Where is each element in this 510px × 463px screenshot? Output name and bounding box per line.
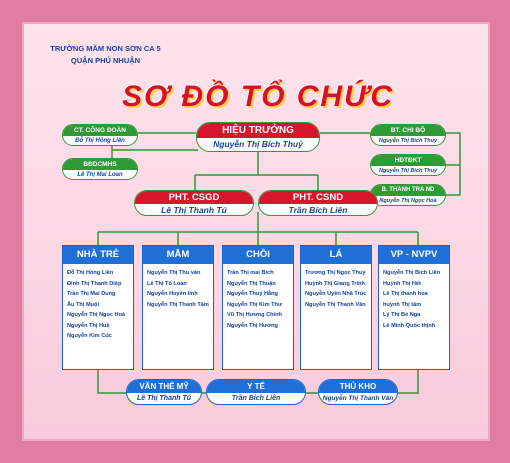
bottom-name: Lê Thị Thanh Tú	[136, 395, 192, 402]
member: Đinh Thị Thanh Diệp	[67, 280, 122, 287]
member: Nguyễn Thị Thu vân	[147, 270, 201, 276]
member: Nguyễn Thị Thanh Tâm	[147, 301, 209, 308]
org-role: B. THANH TRA ND	[371, 185, 445, 196]
org-cong-doan: CT. CÔNG ĐOÀN Đỗ Thị Hồng Liên	[62, 124, 138, 146]
org-chi-bo: BT. CHI BỘ Nguyễn Thị Bích Thuỷ	[370, 124, 446, 146]
member: Lê Thị thanh hoa	[383, 291, 428, 297]
role-y-te: Y TẾ Trần Bích Liên	[206, 379, 306, 405]
group-head: CHỒI	[223, 246, 293, 264]
member: Nguyễn Kim Cúc	[67, 333, 112, 339]
principal-name: Nguyễn Thị Bích Thuỷ	[213, 139, 303, 149]
group-head: VP - NVPV	[379, 246, 449, 264]
bottom-role: VĂN THỂ MỸ	[127, 380, 201, 393]
group-la: LÁ Trương Thị Ngọc Thuỷ Huỳnh Thị Giang …	[300, 245, 372, 370]
member-list: Đỗ Thị Hồng Liên Đinh Thị Thanh Diệp Trầ…	[63, 264, 133, 342]
group-vp-nvpv: VP - NVPV Nguyễn Thị Bích Liên Huỳnh Thị…	[378, 245, 450, 370]
bottom-name: Nguyễn Thị Thanh Vân	[322, 395, 394, 402]
group-head: MẦM	[143, 246, 213, 264]
org-name: Lê Thị Mai Loan	[77, 172, 123, 178]
member: huỳnh Thị tâm	[383, 301, 422, 308]
bottom-role: THỦ KHO	[319, 380, 397, 393]
member: Đỗ Thị Hồng Liên	[67, 270, 114, 276]
deputy-name: Lê Thị Thanh Tú	[161, 205, 227, 215]
member: Nguyễn Thị Thanh Vân	[305, 301, 366, 308]
bottom-name: Trần Bích Liên	[231, 395, 281, 402]
group-choi: CHỒI Trần Thị mai Bích Nguyễn Thị Thuận …	[222, 245, 294, 370]
org-name: Nguyễn Thị Ngọc Hoà	[379, 198, 437, 204]
member-list: Nguyễn Thị Thu vân Lê Thị Tố Loan Nguyễn…	[143, 264, 213, 310]
member: Lý Thị Bé Nga	[383, 312, 421, 318]
member: Trương Thị Ngọc Thuỷ	[305, 270, 366, 276]
role-thu-kho: THỦ KHO Nguyễn Thị Thanh Vân	[318, 379, 398, 405]
group-nha-tre: NHÀ TRẺ Đỗ Thị Hồng Liên Đinh Thị Thanh …	[62, 245, 134, 370]
group-head: NHÀ TRẺ	[63, 246, 133, 264]
principal-role: HIỆU TRƯỞNG	[197, 123, 319, 138]
member: Nguyễn Thị Huệ	[67, 322, 110, 329]
deputy-csnd: PHT. CSND Trần Bích Liên	[258, 190, 378, 216]
school-name: TRƯỜNG MẦM NON SƠN CA 5	[50, 44, 161, 53]
member: Huỳnh Thị Giang Trinh	[305, 280, 365, 287]
member-list: Trương Thị Ngọc Thuỷ Huỳnh Thị Giang Tri…	[301, 264, 371, 310]
group-mam: MẦM Nguyễn Thị Thu vân Lê Thị Tố Loan Ng…	[142, 245, 214, 370]
org-bddcmhs: BĐDCMHS Lê Thị Mai Loan	[62, 158, 138, 180]
member: Trần Thị mai Bích	[227, 270, 274, 276]
role-van-the-my: VĂN THỂ MỸ Lê Thị Thanh Tú	[126, 379, 202, 405]
bottom-role: Y TẾ	[207, 380, 305, 393]
member: Nguyễn Uyên Nhã Trúc	[305, 291, 367, 297]
member-list: Nguyễn Thị Bích Liên Huỳnh Thị Hết Lê Th…	[379, 264, 449, 331]
member: Nguyễn Thị Thuận	[227, 280, 276, 287]
deputy-role: PHT. CSND	[259, 191, 377, 204]
page-title: SƠ ĐỒ TỔ CHỨC	[121, 80, 395, 113]
member: Nguyễn Thị Ngọc Hoà	[67, 312, 126, 318]
member: Trần Thị Mai Dung	[67, 291, 116, 297]
org-name: Nguyễn Thị Bích Thuỷ	[378, 168, 438, 174]
member: Nguyễn Thuý Hằng	[227, 291, 278, 297]
member: Nguyễn Thị Bích Liên	[383, 270, 441, 276]
member: Vũ Thị Hương Chinh	[227, 312, 282, 318]
org-name: Đỗ Thị Hồng Liên	[75, 138, 125, 144]
principal-box: HIỆU TRƯỞNG Nguyễn Thị Bích Thuỷ	[196, 122, 320, 152]
org-role: BT. CHI BỘ	[371, 125, 445, 136]
school-district: QUẬN PHÚ NHUẬN	[70, 56, 141, 65]
org-name: Nguyễn Thị Bích Thuỷ	[378, 138, 438, 144]
org-hdtdkt: HĐTĐKT Nguyễn Thị Bích Thuỷ	[370, 154, 446, 176]
org-role: BĐDCMHS	[63, 159, 137, 170]
member: Lê Minh Quốc thịnh	[383, 322, 436, 329]
org-thanh-tra: B. THANH TRA ND Nguyễn Thị Ngọc Hoà	[370, 184, 446, 206]
org-role: HĐTĐKT	[371, 155, 445, 166]
deputy-csgd: PHT. CSGD Lê Thị Thanh Tú	[134, 190, 254, 216]
member-list: Trần Thị mai Bích Nguyễn Thị Thuận Nguyễ…	[223, 264, 293, 331]
member: Âu Thị Muội	[67, 301, 100, 308]
group-head: LÁ	[301, 246, 371, 264]
deputy-role: PHT. CSGD	[135, 191, 253, 204]
member: Huỳnh Thị Hết	[383, 280, 421, 287]
member: Lê Thị Tố Loan	[147, 280, 187, 287]
org-role: CT. CÔNG ĐOÀN	[63, 125, 137, 136]
member: Nguyễn Thị Hương	[227, 322, 278, 329]
deputy-name: Trần Bích Liên	[288, 205, 348, 215]
member: Nguyễn Thị Kim Thư	[227, 301, 283, 308]
member: Nguyễn Huyền linh	[147, 291, 198, 297]
